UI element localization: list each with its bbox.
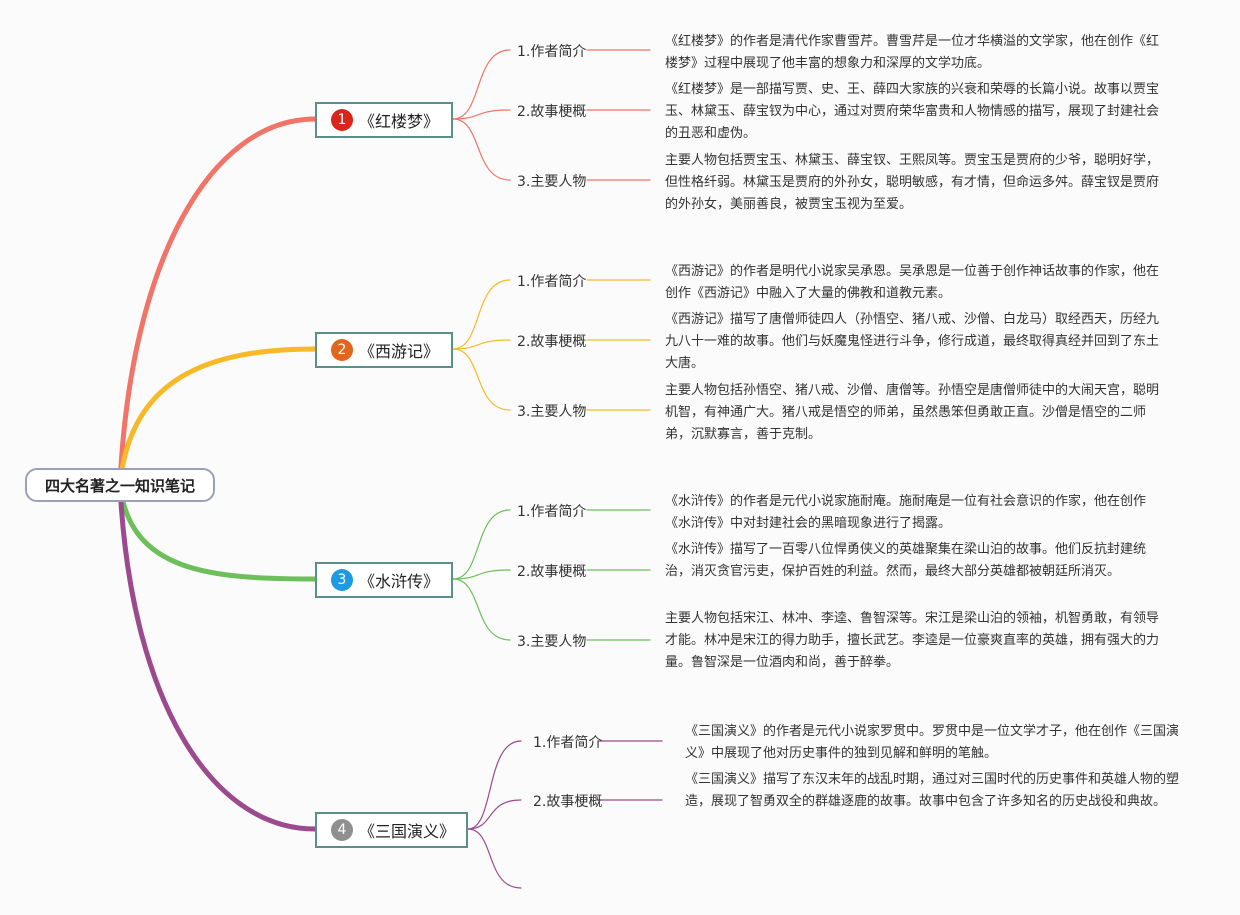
item-label[interactable]: 1.作者简介 [517,504,587,520]
item-label[interactable]: 2.故事梗概 [517,104,587,120]
item-label[interactable]: 1.作者简介 [517,274,587,290]
item-label[interactable]: 2.故事梗概 [533,794,603,810]
item-description: 主要人物包括贾宝玉、林黛玉、薛宝钗、王熙凤等。贾宝玉是贾府的少爷，聪明好学，但性… [665,153,1160,212]
sub-branch-line [467,828,522,889]
book-title: 《三国演义》 [359,822,456,841]
sub-branch-line [452,118,511,181]
node-sanguoyanyi[interactable]: 4 《三国演义》 [315,812,468,848]
item-description: 《三国演义》的作者是元代小说家罗贯中。罗贯中是一位文学才子，他在创作《三国演义》… [685,724,1180,761]
item-description: 《西游记》的作者是明代小说家吴承恩。吴承恩是一位善于创作神话故事的作家，他在创作… [665,264,1160,301]
item-label[interactable]: 2.故事梗概 [517,564,587,580]
item-label[interactable]: 2.故事梗概 [517,334,587,350]
item-description: 主要人物包括孙悟空、猪八戒、沙僧、唐僧等。孙悟空是唐僧师徒中的大闹天宫，聪明机智… [665,383,1160,442]
number-badge: 1 [331,109,353,131]
sub-branch-line [452,509,511,580]
sub-branch-line [452,109,511,120]
number-badge: 2 [331,339,353,361]
item-label[interactable]: 3.主要人物 [517,404,587,420]
node-hongloumeng[interactable]: 1 《红楼梦》 [315,102,453,138]
number-badge: 3 [331,569,353,591]
root-title: 四大名著之一知识笔记 [44,476,195,495]
item-label[interactable]: 1.作者简介 [533,735,603,751]
item-description: 《红楼梦》的作者是清代作家曹雪芹。曹雪芹是一位才华横溢的文学家，他在创作《红楼梦… [665,34,1160,71]
item-label[interactable]: 3.主要人物 [517,634,587,650]
branch-line [117,482,318,582]
sub-branch-line [452,569,511,580]
book-title: 《红楼梦》 [359,112,440,131]
book-title: 《水浒传》 [359,572,440,591]
sub-branch-line [452,339,511,350]
branch-line [117,116,318,488]
sub-branch-line [452,49,511,120]
item-label[interactable]: 1.作者简介 [517,44,587,60]
node-shuihuzhuan[interactable]: 3 《水浒传》 [315,562,453,598]
item-description: 《红楼梦》是一部描写贾、史、王、薛四大家族的兴衰和荣辱的长篇小说。故事以贾宝玉、… [665,82,1160,141]
node-xiyouji[interactable]: 2 《西游记》 [315,332,453,368]
root-node[interactable]: 四大名著之一知识笔记 [25,468,215,502]
item-description: 《水浒传》的作者是元代小说家施耐庵。施耐庵是一位有社会意识的作家，他在创作《水浒… [665,494,1147,531]
item-label[interactable]: 3.主要人物 [517,174,587,190]
sub-branch-line [467,799,522,830]
item-description: 《水浒传》描写了一百零八位悍勇侠义的英雄聚集在梁山泊的故事。他们反抗封建统治，消… [665,542,1147,579]
sub-branch-line [452,578,511,641]
branch-line [117,346,318,488]
number-badge: 4 [331,819,353,841]
branch-line [117,482,318,832]
item-description: 《西游记》描写了唐僧师徒四人（孙悟空、猪八戒、沙僧、白龙马）取经西天，历经九九八… [665,312,1160,371]
sub-branch-line [452,279,511,350]
sub-branch-line [452,348,511,411]
book-title: 《西游记》 [359,342,440,361]
item-description: 《三国演义》描写了东汉末年的战乱时期，通过对三国时代的历史事件和英雄人物的塑造，… [685,772,1180,809]
item-description: 主要人物包括宋江、林冲、李逵、鲁智深等。宋江是梁山泊的领袖，机智勇敢，有领导才能… [665,611,1160,670]
sub-branch-line [467,740,522,830]
